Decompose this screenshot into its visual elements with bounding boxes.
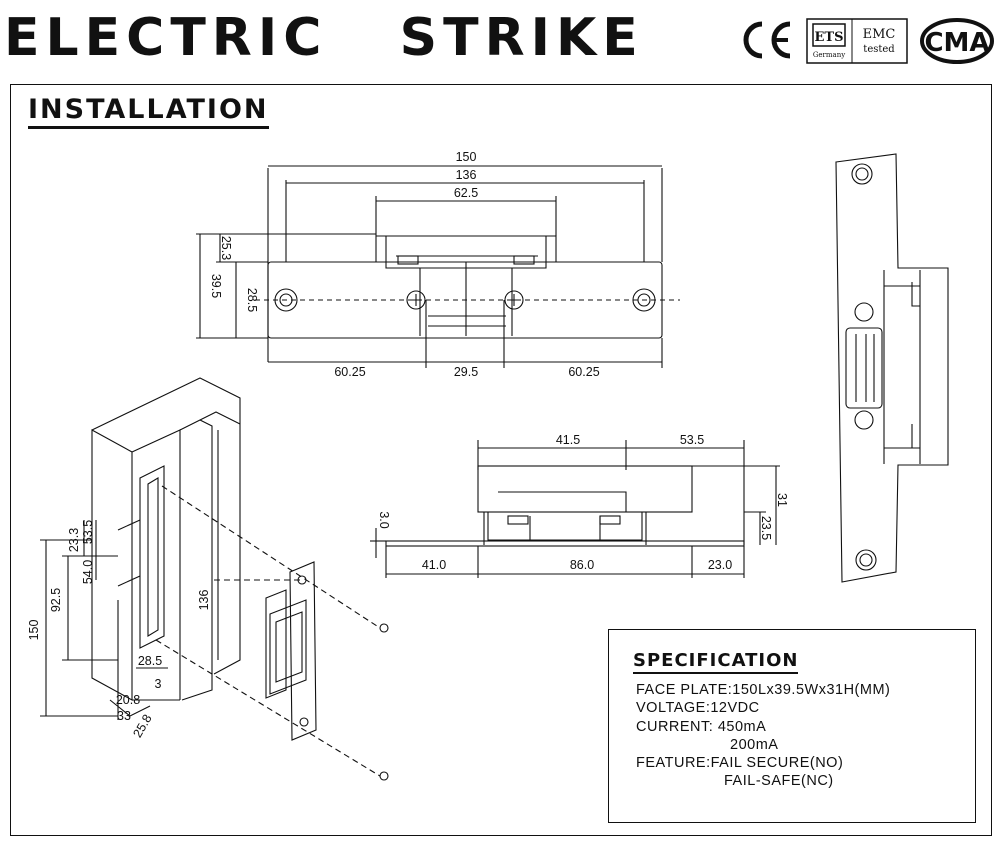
dim-door-54-0: 54.0 <box>81 560 95 584</box>
door-frame-drawing <box>40 377 389 781</box>
dim-door-23-3: 23.3 <box>67 528 81 552</box>
dim-door-20-8: 20.8 <box>116 693 140 707</box>
dim-left-60-25: 60.25 <box>334 365 365 379</box>
ets-sub-text: Germany <box>813 51 845 59</box>
emc-sub-text: tested <box>863 44 895 55</box>
cma-text: CMA <box>924 28 989 58</box>
dim-53-5: 53.5 <box>680 433 704 447</box>
dim-41-0: 41.0 <box>422 558 446 572</box>
side-view-drawing <box>370 440 780 578</box>
spec-current-2: 200mA <box>730 737 779 753</box>
dim-height-28-5: 28.5 <box>245 288 259 312</box>
dim-31: 31 <box>775 493 789 507</box>
diagram-frame <box>10 84 992 836</box>
spec-feature: FEATURE:FAIL SECURE(NO) <box>636 755 844 771</box>
ce-mark-logo <box>736 18 796 66</box>
dim-86-0: 86.0 <box>570 558 594 572</box>
dim-41-5: 41.5 <box>556 433 580 447</box>
cma-logo: CMA <box>918 16 996 70</box>
dim-inner-136: 136 <box>456 168 477 182</box>
dim-23-5: 23.5 <box>759 516 773 540</box>
dim-height-25-3: 25.3 <box>219 236 233 260</box>
front-plate-drawing <box>835 153 949 583</box>
dim-door-28-5: 28.5 <box>138 654 162 668</box>
dim-right-60-25: 60.25 <box>568 365 599 379</box>
dim-door-150: 150 <box>27 620 41 641</box>
spec-voltage: VOLTAGE:12VDC <box>636 700 760 716</box>
dim-23-0: 23.0 <box>708 558 732 572</box>
dim-door-25-8: 25.8 <box>130 712 154 740</box>
section-title: INSTALLATION <box>28 94 269 129</box>
top-view-drawing <box>196 165 680 368</box>
page-title: ELECTRIC STRIKE <box>4 8 644 68</box>
specification-title: SPECIFICATION <box>633 650 799 674</box>
dim-door-53-5: 53.5 <box>81 520 95 544</box>
specification-box <box>608 629 976 823</box>
spec-face-plate: FACE PLATE:150Lx39.5Wx31H(MM) <box>636 682 891 698</box>
emc-text: EMC <box>863 27 896 42</box>
dim-center-29-5: 29.5 <box>454 365 478 379</box>
dim-door-3: 3 <box>155 677 162 691</box>
dim-height-39-5: 39.5 <box>209 274 223 298</box>
dim-overall-150: 150 <box>456 150 477 164</box>
dim-body-62-5: 62.5 <box>454 186 478 200</box>
dim-door-136: 136 <box>197 590 211 611</box>
spec-feature-2: FAIL-SAFE(NC) <box>724 773 834 789</box>
ets-text: ETS <box>815 30 844 45</box>
dim-door-92-5: 92.5 <box>49 588 63 612</box>
spec-current: CURRENT: 450mA <box>636 719 767 735</box>
dim-3-0: 3.0 <box>377 511 391 528</box>
ets-emc-logo: ETS Germany EMC tested <box>806 18 908 68</box>
dim-door-33: 33 <box>117 709 131 723</box>
